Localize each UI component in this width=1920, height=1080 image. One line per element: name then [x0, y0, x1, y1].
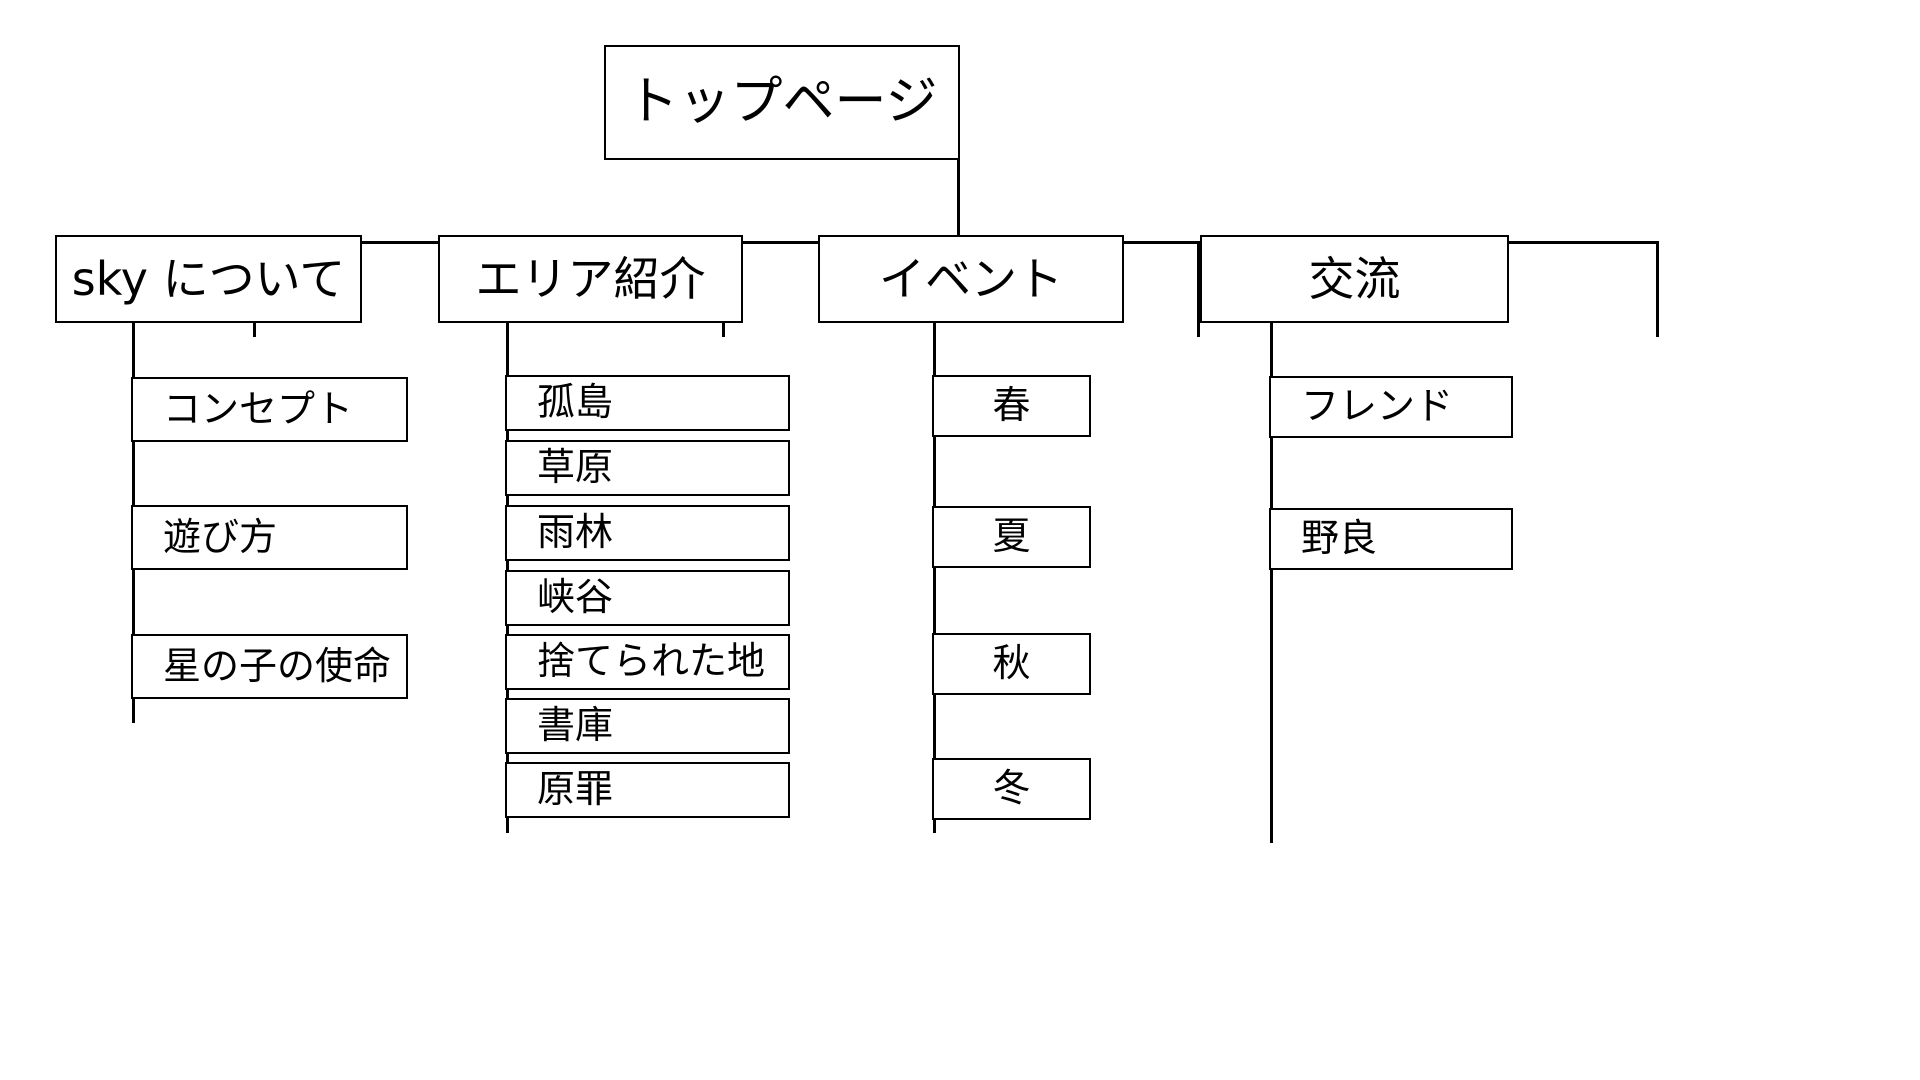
- node-sky-about[interactable]: sky について: [55, 235, 362, 323]
- node-autumn[interactable]: 秋: [932, 633, 1091, 695]
- node-label: 交流: [1308, 251, 1401, 306]
- node-archive[interactable]: 書庫: [505, 698, 790, 754]
- connector-spine-social: [1270, 323, 1273, 843]
- node-label: 草原: [537, 445, 614, 490]
- node-label: 原罪: [537, 767, 614, 812]
- node-label: 夏: [992, 514, 1031, 559]
- node-summer[interactable]: 夏: [932, 506, 1091, 568]
- node-area-intro[interactable]: エリア紹介: [438, 235, 743, 323]
- node-grassland[interactable]: 草原: [505, 440, 790, 496]
- connector-drop-event: [1197, 241, 1200, 337]
- node-label: 孤島: [537, 380, 614, 425]
- connector-spine-event: [933, 323, 936, 833]
- node-label: イベント: [879, 251, 1063, 306]
- node-label: コンセプト: [163, 386, 354, 431]
- node-label: 野良: [1301, 516, 1378, 561]
- connector-root-stem: [957, 160, 960, 242]
- node-friend[interactable]: フレンド: [1269, 376, 1513, 438]
- node-original-sin[interactable]: 原罪: [505, 762, 790, 818]
- node-event[interactable]: イベント: [818, 235, 1124, 323]
- node-label: トップページ: [626, 71, 938, 132]
- node-label: 秋: [992, 641, 1031, 686]
- node-label: フレンド: [1301, 384, 1454, 429]
- node-label: 春: [992, 383, 1031, 428]
- node-spring[interactable]: 春: [932, 375, 1091, 437]
- node-social[interactable]: 交流: [1200, 235, 1509, 323]
- node-label: 遊び方: [163, 514, 278, 559]
- node-top-page[interactable]: トップページ: [604, 45, 960, 160]
- node-label: 書庫: [537, 703, 614, 748]
- node-label: 峡谷: [537, 575, 614, 620]
- node-star-child-mission[interactable]: 星の子の使命: [131, 634, 408, 699]
- connector-drop-social: [1656, 241, 1659, 337]
- node-isolated-island[interactable]: 孤島: [505, 375, 790, 431]
- node-winter[interactable]: 冬: [932, 758, 1091, 820]
- node-how-to-play[interactable]: 遊び方: [131, 505, 408, 570]
- node-nora[interactable]: 野良: [1269, 508, 1513, 570]
- node-label: エリア紹介: [475, 251, 706, 306]
- node-label: 冬: [992, 766, 1031, 811]
- node-label: 星の子の使命: [163, 643, 392, 688]
- node-wasteland[interactable]: 捨てられた地: [505, 634, 790, 690]
- node-valley[interactable]: 峡谷: [505, 570, 790, 626]
- node-label: 雨林: [537, 510, 614, 555]
- node-rainforest[interactable]: 雨林: [505, 505, 790, 561]
- node-concept[interactable]: コンセプト: [131, 377, 408, 442]
- node-label: 捨てられた地: [537, 639, 766, 684]
- node-label: sky について: [71, 251, 346, 306]
